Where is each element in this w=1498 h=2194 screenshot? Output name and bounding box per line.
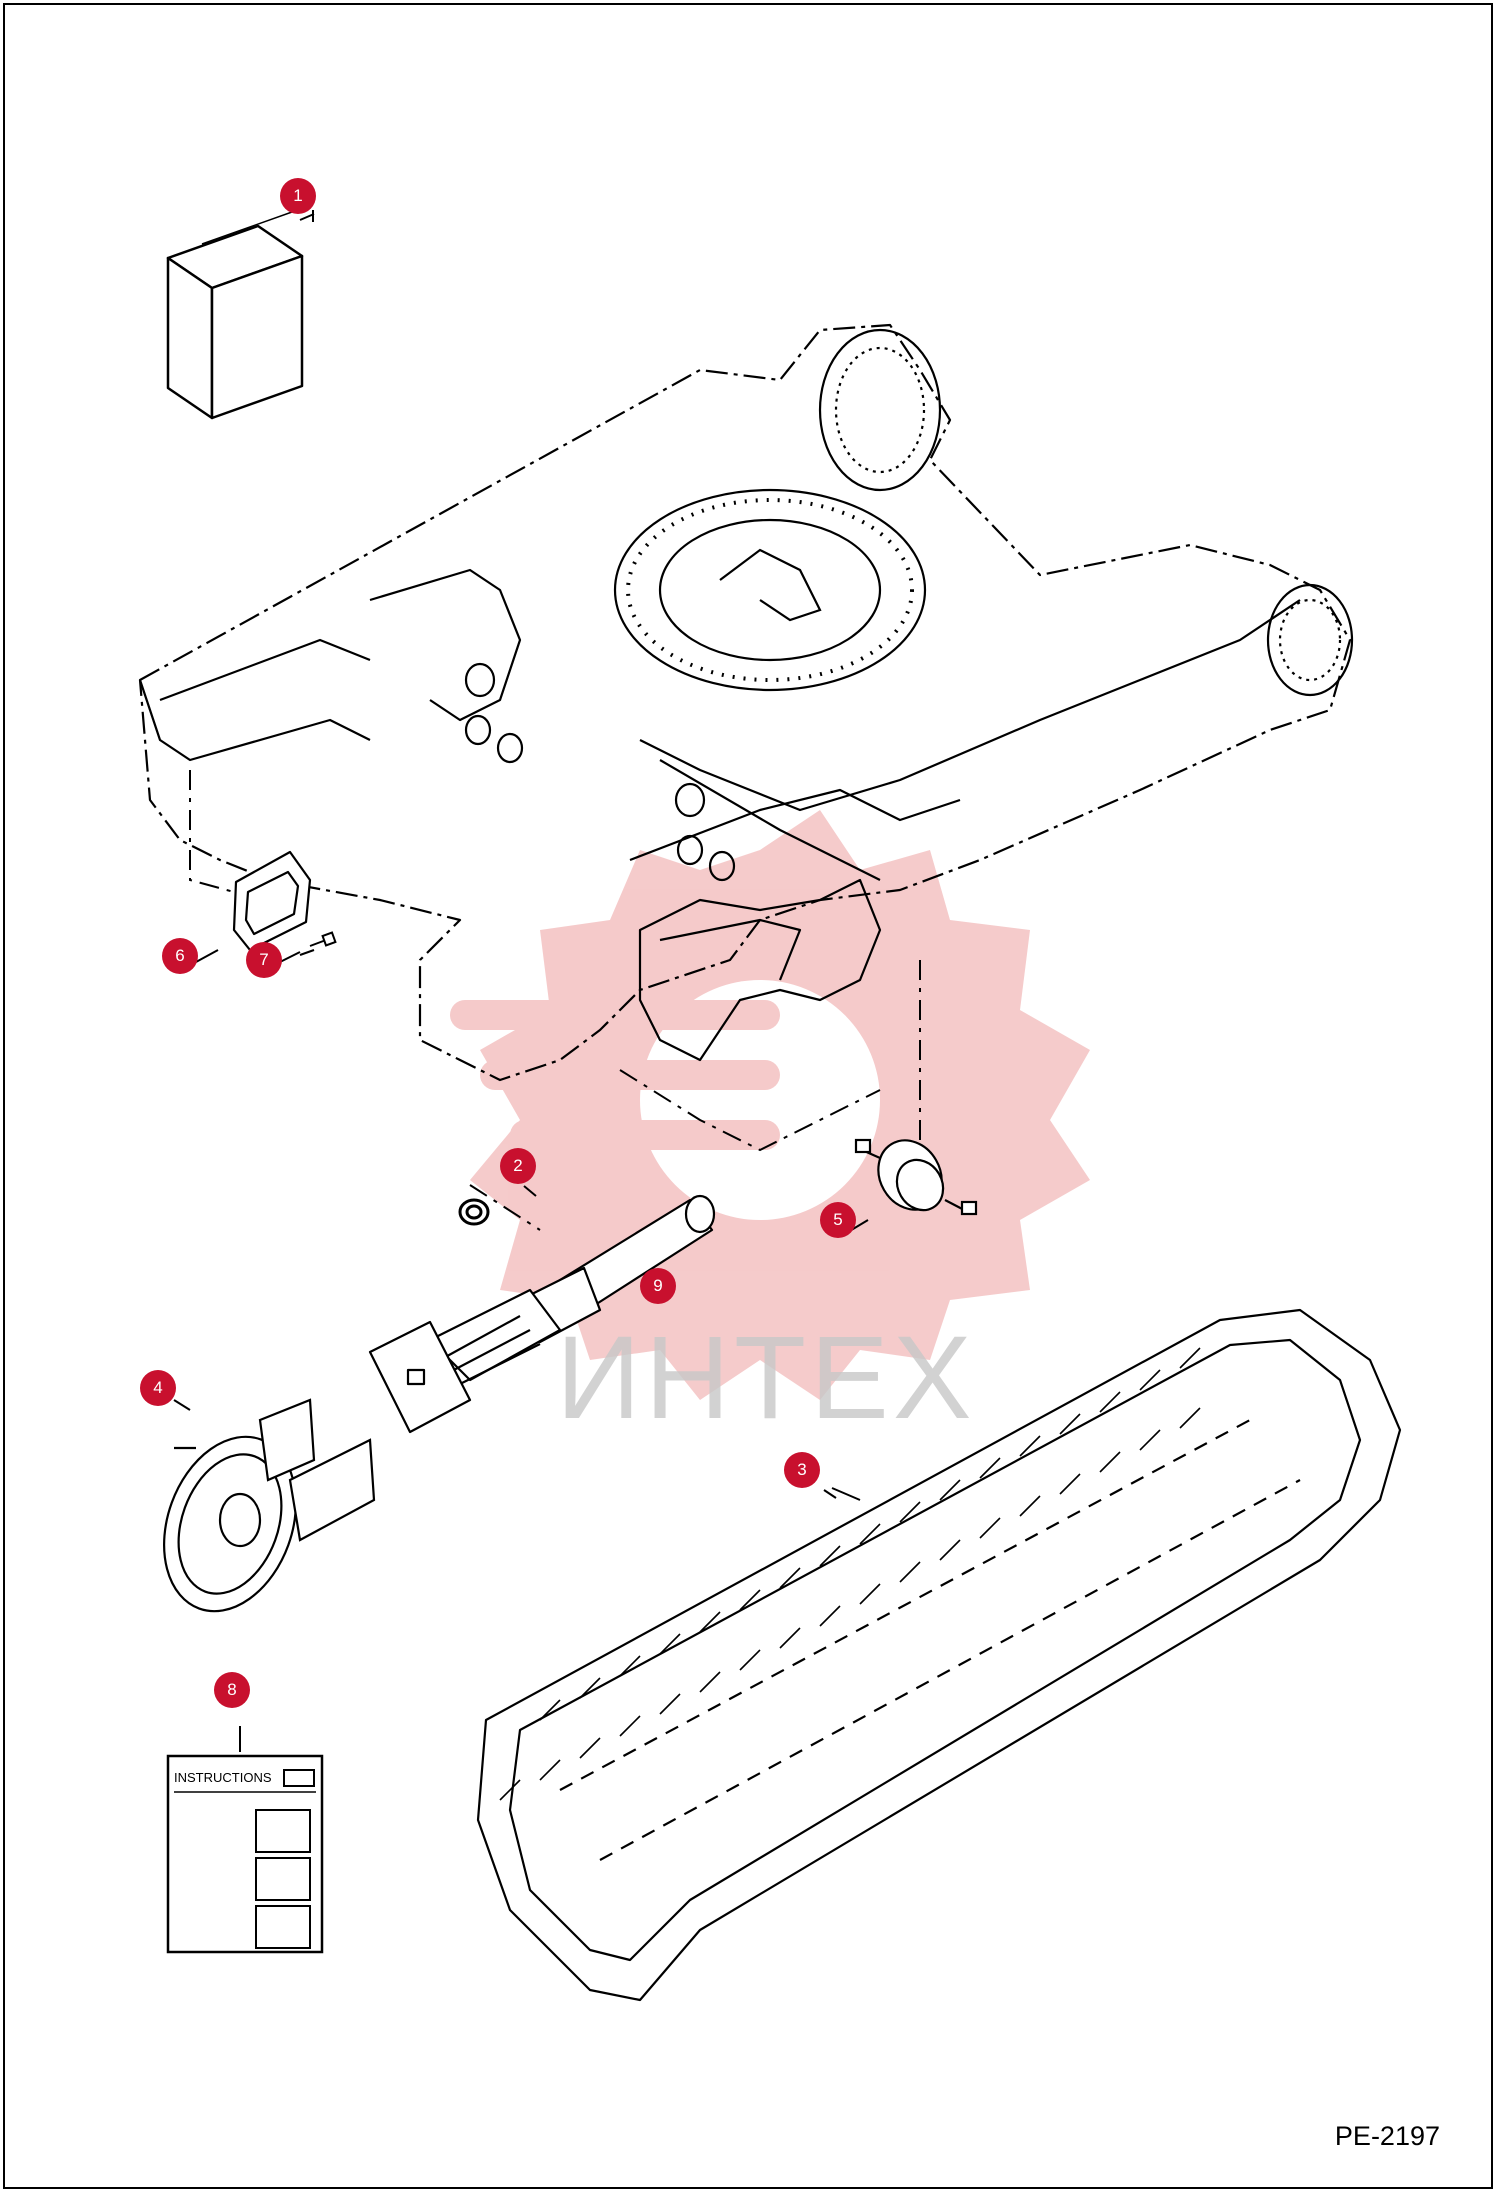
callout-item-5[interactable]: 5 xyxy=(820,1202,856,1238)
callout-item-1[interactable]: 1 xyxy=(280,178,316,214)
page-frame xyxy=(3,3,1493,2189)
rubber-track xyxy=(476,1308,1402,2002)
callout-item-3[interactable]: 3 xyxy=(784,1452,820,1488)
instruction-sheet xyxy=(166,1726,324,1954)
drawing-code: PE-2197 xyxy=(1334,2121,1440,2151)
leader-7 xyxy=(279,951,301,963)
track-adjuster xyxy=(368,1194,716,1434)
undercarriage-frame xyxy=(138,323,1354,1082)
callout-item-7[interactable]: 7 xyxy=(246,942,282,978)
callout-item-4[interactable]: 4 xyxy=(140,1370,176,1406)
callout-item-8[interactable]: 8 xyxy=(214,1672,250,1708)
watermark-text: ИНТЕХ xyxy=(556,1312,976,1444)
slewing-ring xyxy=(613,488,927,692)
instruction-sheet-title: INSTRUCTIONS xyxy=(174,1770,272,1785)
kit-box xyxy=(166,210,315,420)
leader-6 xyxy=(195,949,219,963)
bolt xyxy=(299,931,337,956)
callout-item-6[interactable]: 6 xyxy=(162,938,198,974)
cover-plate xyxy=(232,850,312,952)
callout-item-2[interactable]: 2 xyxy=(500,1148,536,1184)
seal-ring xyxy=(458,1198,490,1226)
track-roller xyxy=(847,1138,978,1233)
assembly-leaders xyxy=(189,770,921,1231)
front-idler xyxy=(163,1398,376,1613)
callout-item-9[interactable]: 9 xyxy=(640,1268,676,1304)
